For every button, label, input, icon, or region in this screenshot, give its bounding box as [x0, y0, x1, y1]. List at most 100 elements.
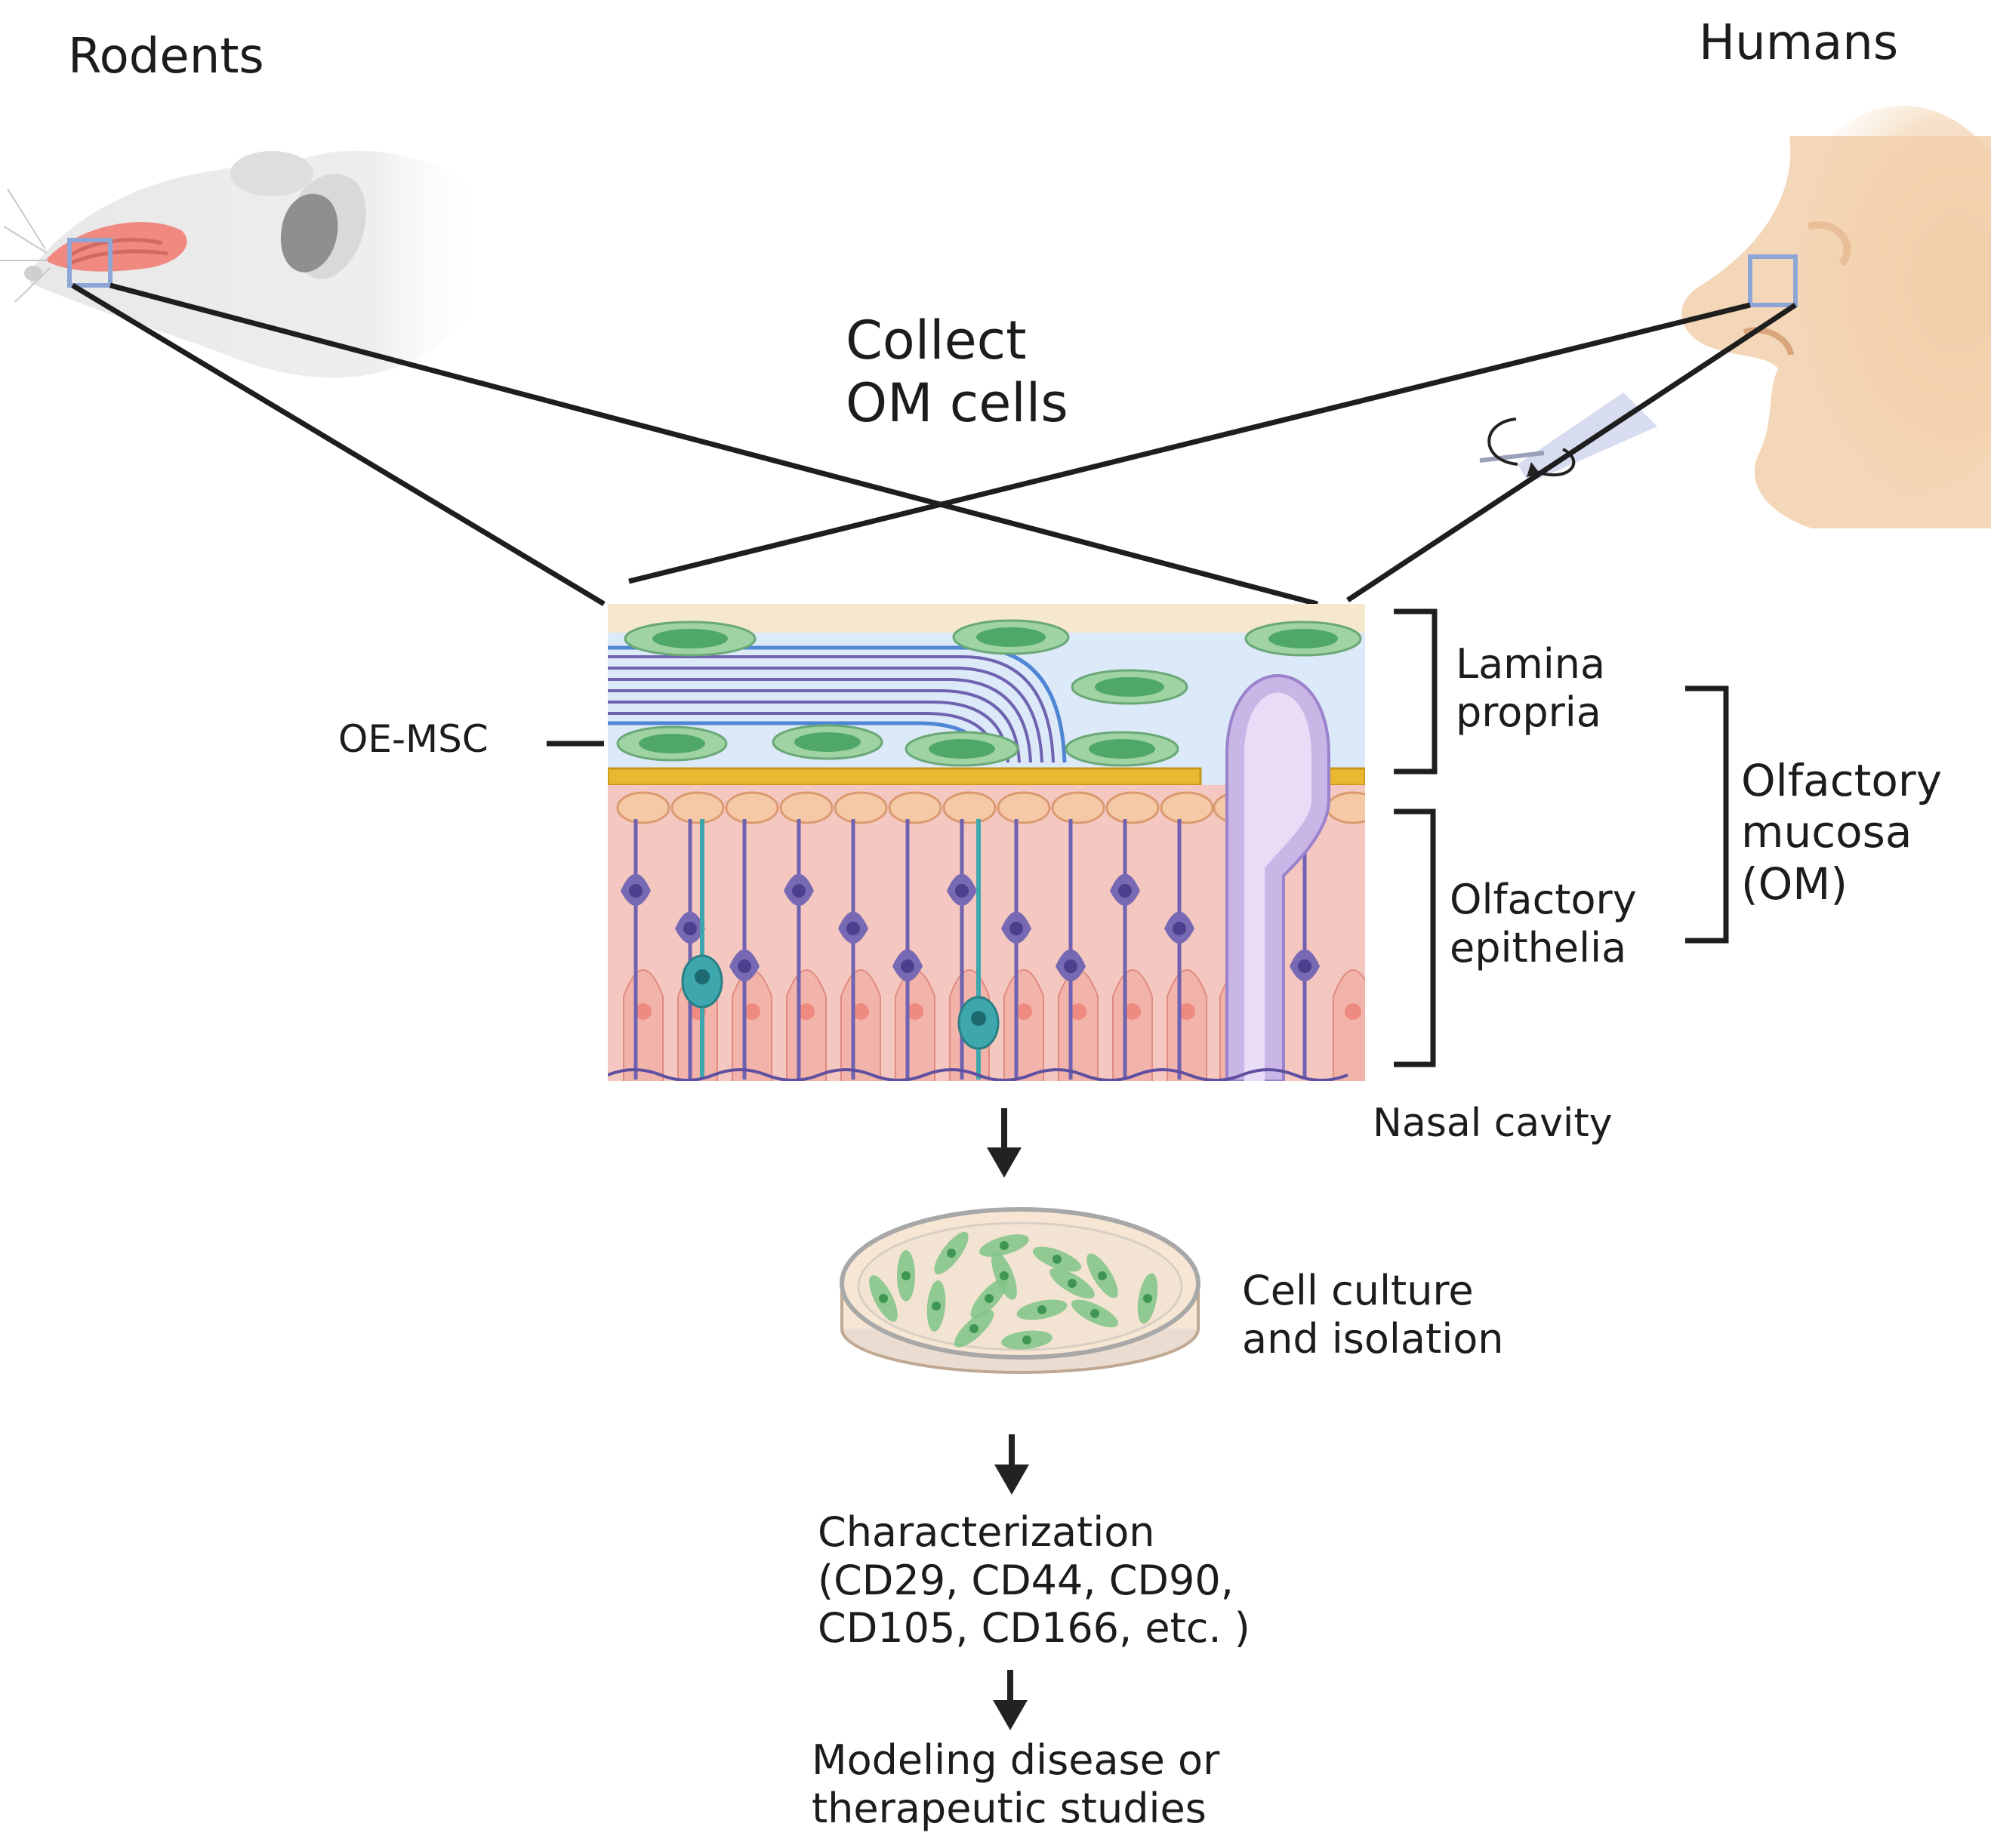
supporting-cell	[786, 969, 827, 1081]
collect-line-1: Collect	[846, 310, 1027, 371]
cultured-cell-nucleus	[1000, 1241, 1009, 1250]
epithelia-line-2: epithelia	[1450, 923, 1627, 972]
sustentacular-cell	[1105, 791, 1160, 824]
flow-arrows	[987, 1108, 1029, 1730]
oe-msc-label: OE-MSC	[338, 717, 489, 761]
mucosa-line-2: mucosa	[1741, 806, 1912, 858]
sustentacular-cell	[616, 791, 670, 824]
neuron-nucleus	[629, 884, 643, 898]
sustentacular-cell	[888, 791, 942, 824]
bowman-gland	[1225, 674, 1330, 1081]
neuron-nucleus	[1298, 959, 1311, 973]
petri-dish-icon	[840, 1207, 1200, 1374]
model-line-1: Modeling disease or	[812, 1736, 1220, 1784]
cultured-cell-nucleus	[947, 1249, 956, 1258]
cultured-cell-nucleus	[932, 1301, 941, 1311]
cell-nucleus	[635, 1003, 652, 1020]
cell-culture-label: Cell culture and isolation	[1242, 1267, 1503, 1363]
culture-line-1: Cell culture	[1242, 1267, 1474, 1314]
sustentacular-cell	[670, 791, 725, 824]
microvillar-nucleus	[971, 1011, 986, 1026]
supporting-cell	[1333, 969, 1365, 1081]
supporting-cell	[732, 969, 772, 1081]
supporting-cell	[840, 969, 881, 1081]
epithelia-line-1: Olfactory	[1450, 876, 1637, 923]
mucosa-line-3: (OM)	[1741, 858, 1848, 910]
neuron-nucleus	[955, 884, 969, 898]
sustentacular-cell	[779, 791, 834, 824]
neuron-nucleus	[1118, 884, 1132, 898]
sustentacular-cell	[1326, 791, 1365, 824]
cell-nucleus	[744, 1003, 760, 1020]
cell-nucleus	[798, 1003, 815, 1020]
lamina-line-1: Lamina	[1456, 640, 1606, 688]
olfactory-epithelia-label: Olfactory epithelia	[1450, 876, 1637, 972]
neuron-nucleus	[792, 884, 806, 898]
supporting-cell	[1112, 969, 1153, 1081]
supporting-cell	[1003, 969, 1044, 1081]
olfactory-mucosa-label: Olfactory mucosa (OM)	[1741, 755, 1942, 910]
cell-nucleus	[1345, 1003, 1361, 1020]
neuron-nucleus	[901, 959, 914, 973]
supporting-cell	[895, 969, 935, 1081]
lamina-propria-label: Lamina propria	[1456, 640, 1605, 736]
collect-om-cells-label: Collect OM cells	[846, 310, 1068, 434]
characterization-label: Characterization (CD29, CD44, CD90, CD10…	[818, 1508, 1250, 1652]
humans-label: Humans	[1699, 15, 1899, 71]
sustentacular-cell	[834, 791, 888, 824]
cultured-cell-nucleus	[1037, 1305, 1046, 1314]
culture-line-2: and isolation	[1242, 1314, 1504, 1363]
human-sample-box	[1748, 254, 1798, 307]
nasal-swab-icon	[1479, 393, 1657, 483]
supporting-cell	[623, 969, 664, 1081]
neuron-nucleus	[846, 922, 860, 935]
sustentacular-cell	[942, 791, 997, 824]
rodent-head-illustration	[0, 150, 489, 378]
cultured-cell-nucleus	[1143, 1294, 1152, 1303]
char-line-3: CD105, CD166, etc. )	[818, 1604, 1250, 1652]
rodent-sample-box	[67, 238, 112, 288]
cultured-cell-nucleus	[1022, 1335, 1031, 1344]
neuron-nucleus	[683, 922, 697, 935]
sustentacular-cell	[1160, 791, 1214, 824]
cultured-cell-nucleus	[901, 1271, 911, 1280]
cell-nucleus	[852, 1003, 869, 1020]
cultured-cell-nucleus	[1053, 1255, 1062, 1264]
supporting-cell	[1167, 969, 1207, 1081]
human-face-illustration	[1681, 106, 1991, 528]
char-line-2: (CD29, CD44, CD90,	[818, 1556, 1234, 1604]
lamina-line-2: propria	[1456, 688, 1601, 736]
sustentacular-cell	[997, 791, 1051, 824]
cultured-cell-nucleus	[879, 1294, 888, 1303]
sustentacular-cell	[725, 791, 779, 824]
cell-nucleus	[1124, 1003, 1141, 1020]
projection-lines	[71, 282, 1797, 607]
cultured-cell-nucleus	[1090, 1309, 1099, 1318]
supporting-cell	[1058, 969, 1099, 1081]
cultured-cell-nucleus	[1000, 1271, 1009, 1280]
nasal-cavity-label: Nasal cavity	[1373, 1101, 1613, 1146]
olfactory-tissue-section	[608, 604, 1365, 1081]
cell-nucleus	[1016, 1003, 1032, 1020]
layer-brackets	[547, 608, 1729, 1067]
cell-nucleus	[1070, 1003, 1086, 1020]
sustentacular-cell	[1051, 791, 1105, 824]
modeling-label: Modeling disease or therapeutic studies	[812, 1736, 1219, 1832]
neuron-nucleus	[738, 959, 751, 973]
model-line-2: therapeutic studies	[812, 1784, 1207, 1832]
collect-line-2: OM cells	[846, 371, 1068, 434]
char-line-1: Characterization	[818, 1508, 1155, 1556]
neuron-nucleus	[1173, 922, 1186, 935]
microvillar-nucleus	[695, 969, 710, 984]
oe-msc-cells	[616, 619, 1362, 767]
neuron-nucleus	[1064, 959, 1077, 973]
cell-nucleus	[907, 1003, 923, 1020]
mucosa-line-1: Olfactory	[1741, 755, 1943, 806]
cultured-cell-nucleus	[969, 1324, 979, 1333]
cultured-cell-nucleus	[1068, 1279, 1077, 1288]
cultured-cell-nucleus	[985, 1294, 994, 1303]
cell-nucleus	[1179, 1003, 1195, 1020]
neuron-nucleus	[1009, 922, 1023, 935]
rodents-label: Rodents	[68, 29, 264, 85]
